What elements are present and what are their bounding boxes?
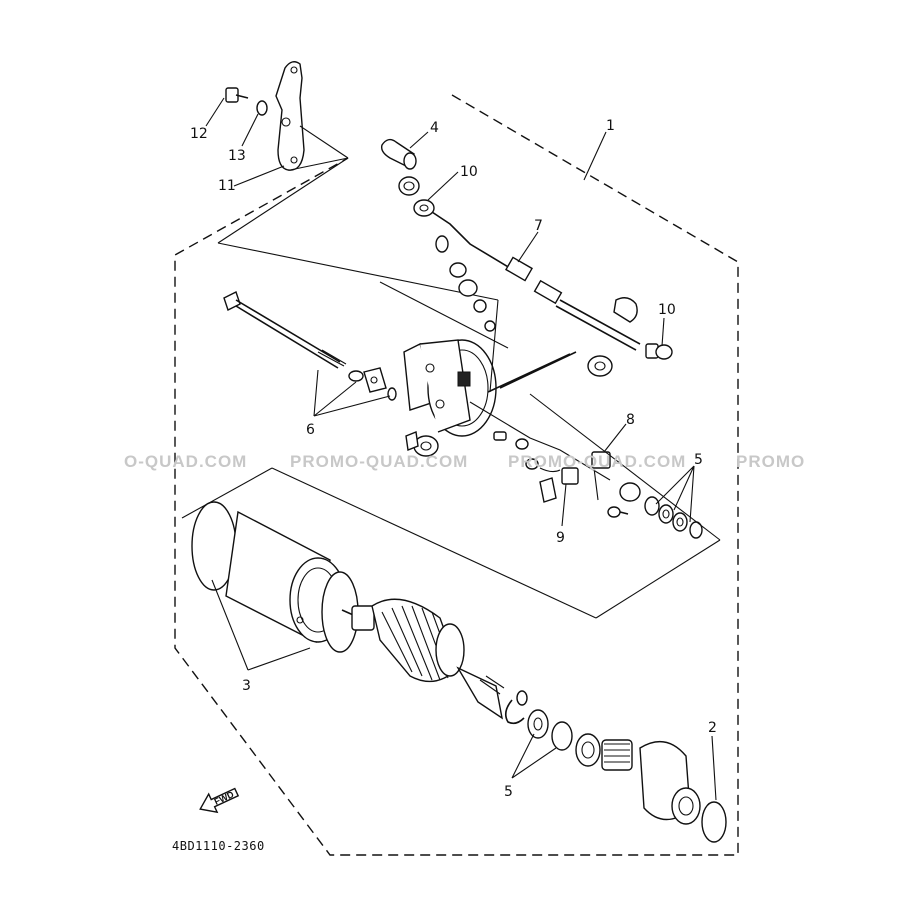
rear-cover — [348, 339, 497, 437]
watermark-segment-4: PROMO — [736, 452, 805, 471]
part-4-boot — [380, 138, 420, 196]
callout-13: 13 — [228, 148, 246, 164]
callout-7: 7 — [534, 218, 543, 234]
callout-1: 1 — [606, 118, 615, 134]
part-3-yoke — [181, 467, 597, 653]
part-10-terminal-lower — [645, 343, 673, 360]
callout-4: 4 — [430, 120, 439, 136]
callout-2: 2 — [708, 720, 717, 736]
assembly-boundary — [174, 94, 739, 856]
callout-leaders — [205, 97, 717, 801]
part-10-terminal — [413, 199, 511, 332]
callout-12: 12 — [190, 126, 208, 142]
bracket-group — [225, 61, 349, 171]
callout-10-lower: 10 — [658, 302, 676, 318]
part-7-cable — [505, 256, 641, 351]
through-bolt — [223, 291, 347, 369]
callout-11: 11 — [218, 178, 236, 194]
callout-8: 8 — [626, 412, 635, 428]
callout-9: 9 — [556, 530, 565, 546]
armature — [341, 598, 528, 720]
watermark-segment-1: O-QUAD.COM — [124, 452, 247, 471]
watermark-segment-2: PROMO-QUAD.COM — [290, 452, 468, 471]
callout-5-upper: 5 — [694, 452, 703, 468]
part-code: 4BD1110-2360 — [172, 839, 265, 853]
callout-5-lower: 5 — [504, 784, 513, 800]
callout-6: 6 — [306, 422, 315, 438]
washer-stack-upper — [644, 496, 703, 539]
fwd-arrow-icon: FWD — [199, 787, 240, 814]
watermark-segment-3: PROMO-QUAD.COM — [508, 452, 686, 471]
callout-3: 3 — [242, 678, 251, 694]
front-cover-parts — [504, 699, 727, 843]
brush-parts — [405, 351, 641, 518]
callout-10-upper: 10 — [460, 164, 478, 180]
